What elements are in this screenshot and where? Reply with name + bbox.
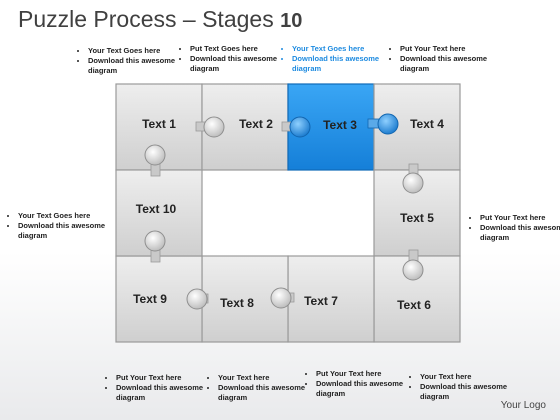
piece-label-1: Text 1 <box>142 117 176 131</box>
piece-label-7: Text 7 <box>304 294 338 308</box>
logo-text: Your Logo <box>500 400 546 411</box>
page-title: Puzzle Process – Stages 10 <box>18 6 303 32</box>
puzzle-knob <box>402 249 424 281</box>
puzzle-piece-7: Text 7 <box>287 255 375 343</box>
puzzle-knob <box>281 116 311 138</box>
piece-label-8: Text 8 <box>220 296 254 310</box>
puzzle-knob <box>270 287 295 309</box>
puzzle-knob <box>144 144 166 177</box>
note-top-2: Put Text Goes hereDownload this awesome … <box>176 44 288 74</box>
note-bottom-3: Put Your Text hereDownload this awesome … <box>302 369 414 399</box>
piece-label-5: Text 5 <box>400 211 434 225</box>
piece-label-10: Text 10 <box>136 202 177 216</box>
note-right: Put Your Text hereDownload this awesome … <box>466 213 560 243</box>
note-bottom-1: Put Your Text hereDownload this awesome … <box>102 373 214 403</box>
piece-label-2: Text 2 <box>239 117 273 131</box>
puzzle-knob <box>367 113 399 135</box>
piece-label-9: Text 9 <box>133 292 167 306</box>
puzzle-knob <box>402 163 424 194</box>
puzzle-knob <box>186 288 209 310</box>
piece-label-6: Text 6 <box>397 298 431 312</box>
puzzle-knob <box>144 230 166 263</box>
note-bottom-2: Your Text hereDownload this awesome diag… <box>204 373 310 403</box>
note-top-4: Put Your Text hereDownload this awesome … <box>386 44 498 74</box>
piece-label-4: Text 4 <box>410 117 444 131</box>
note-bottom-4: Your Text hereDownload this awesome diag… <box>406 372 518 402</box>
piece-label-3: Text 3 <box>323 118 357 132</box>
puzzle-knob <box>195 116 225 138</box>
note-top-1: Your Text Goes hereDownload this awesome… <box>74 46 188 76</box>
note-left: Your Text Goes hereDownload this awesome… <box>4 211 122 241</box>
note-top-3: Your Text Goes hereDownload this awesome… <box>278 44 390 74</box>
